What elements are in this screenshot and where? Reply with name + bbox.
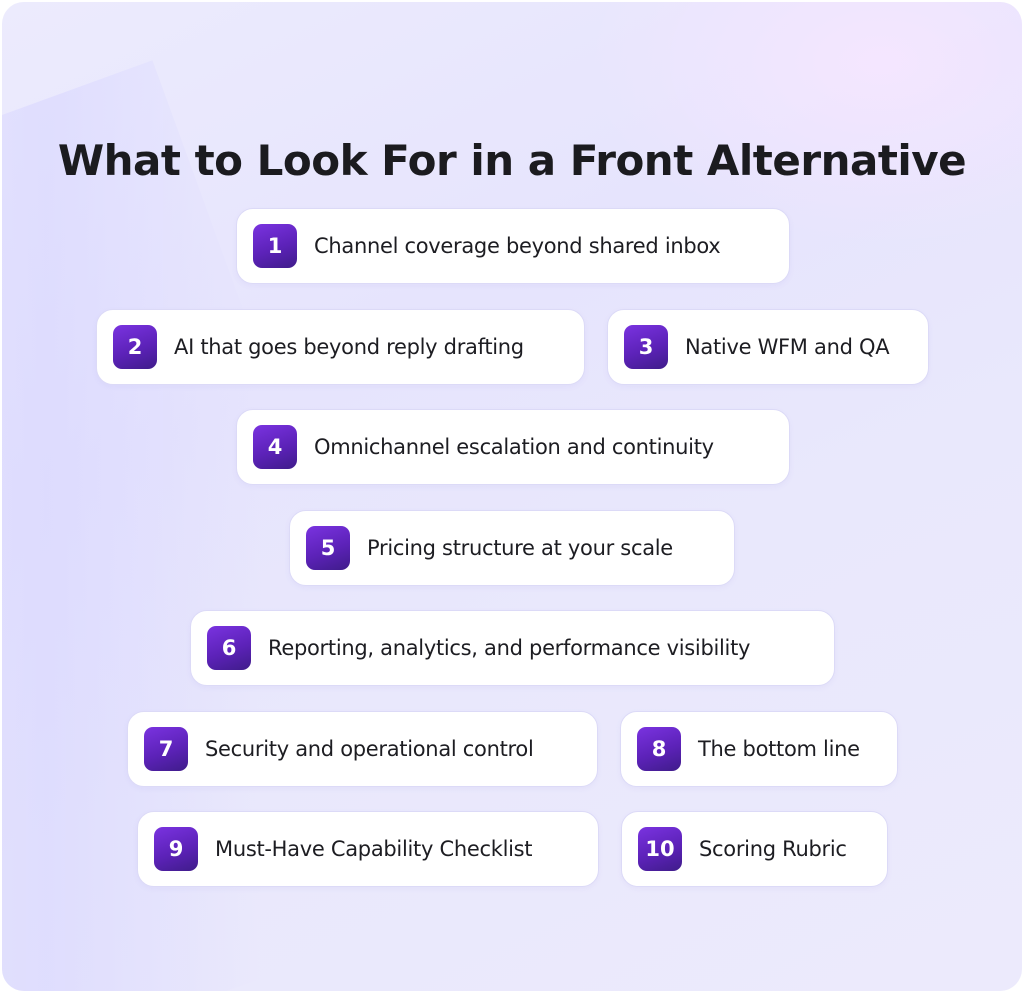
item-label: The bottom line xyxy=(698,737,860,761)
item-label: Channel coverage beyond shared inbox xyxy=(314,234,721,258)
number-badge: 1 xyxy=(253,224,297,268)
number-badge: 5 xyxy=(306,526,350,570)
item-label: Pricing structure at your scale xyxy=(367,536,673,560)
item-card-9: 9 Must-Have Capability Checklist xyxy=(137,811,599,887)
number-badge: 7 xyxy=(144,727,188,771)
number-badge: 6 xyxy=(207,626,251,670)
item-label: Scoring Rubric xyxy=(699,837,847,861)
item-card-4: 4 Omnichannel escalation and continuity xyxy=(236,409,790,485)
page-title: What to Look For in a Front Alternative xyxy=(57,136,967,186)
item-label: Reporting, analytics, and performance vi… xyxy=(268,636,751,660)
number-badge: 2 xyxy=(113,325,157,369)
item-card-5: 5 Pricing structure at your scale xyxy=(289,510,735,586)
number-badge: 10 xyxy=(638,827,682,871)
item-card-10: 10 Scoring Rubric xyxy=(621,811,888,887)
item-label: AI that goes beyond reply drafting xyxy=(174,335,524,359)
number-badge: 4 xyxy=(253,425,297,469)
item-label: Native WFM and QA xyxy=(685,335,890,359)
item-card-1: 1 Channel coverage beyond shared inbox xyxy=(236,208,790,284)
item-label: Security and operational control xyxy=(205,737,534,761)
item-card-6: 6 Reporting, analytics, and performance … xyxy=(190,610,835,686)
item-card-2: 2 AI that goes beyond reply drafting xyxy=(96,309,585,385)
number-badge: 3 xyxy=(624,325,668,369)
item-card-8: 8 The bottom line xyxy=(620,711,898,787)
item-card-3: 3 Native WFM and QA xyxy=(607,309,929,385)
item-label: Omnichannel escalation and continuity xyxy=(314,435,714,459)
item-card-7: 7 Security and operational control xyxy=(127,711,598,787)
number-badge: 8 xyxy=(637,727,681,771)
item-label: Must-Have Capability Checklist xyxy=(215,837,533,861)
number-badge: 9 xyxy=(154,827,198,871)
